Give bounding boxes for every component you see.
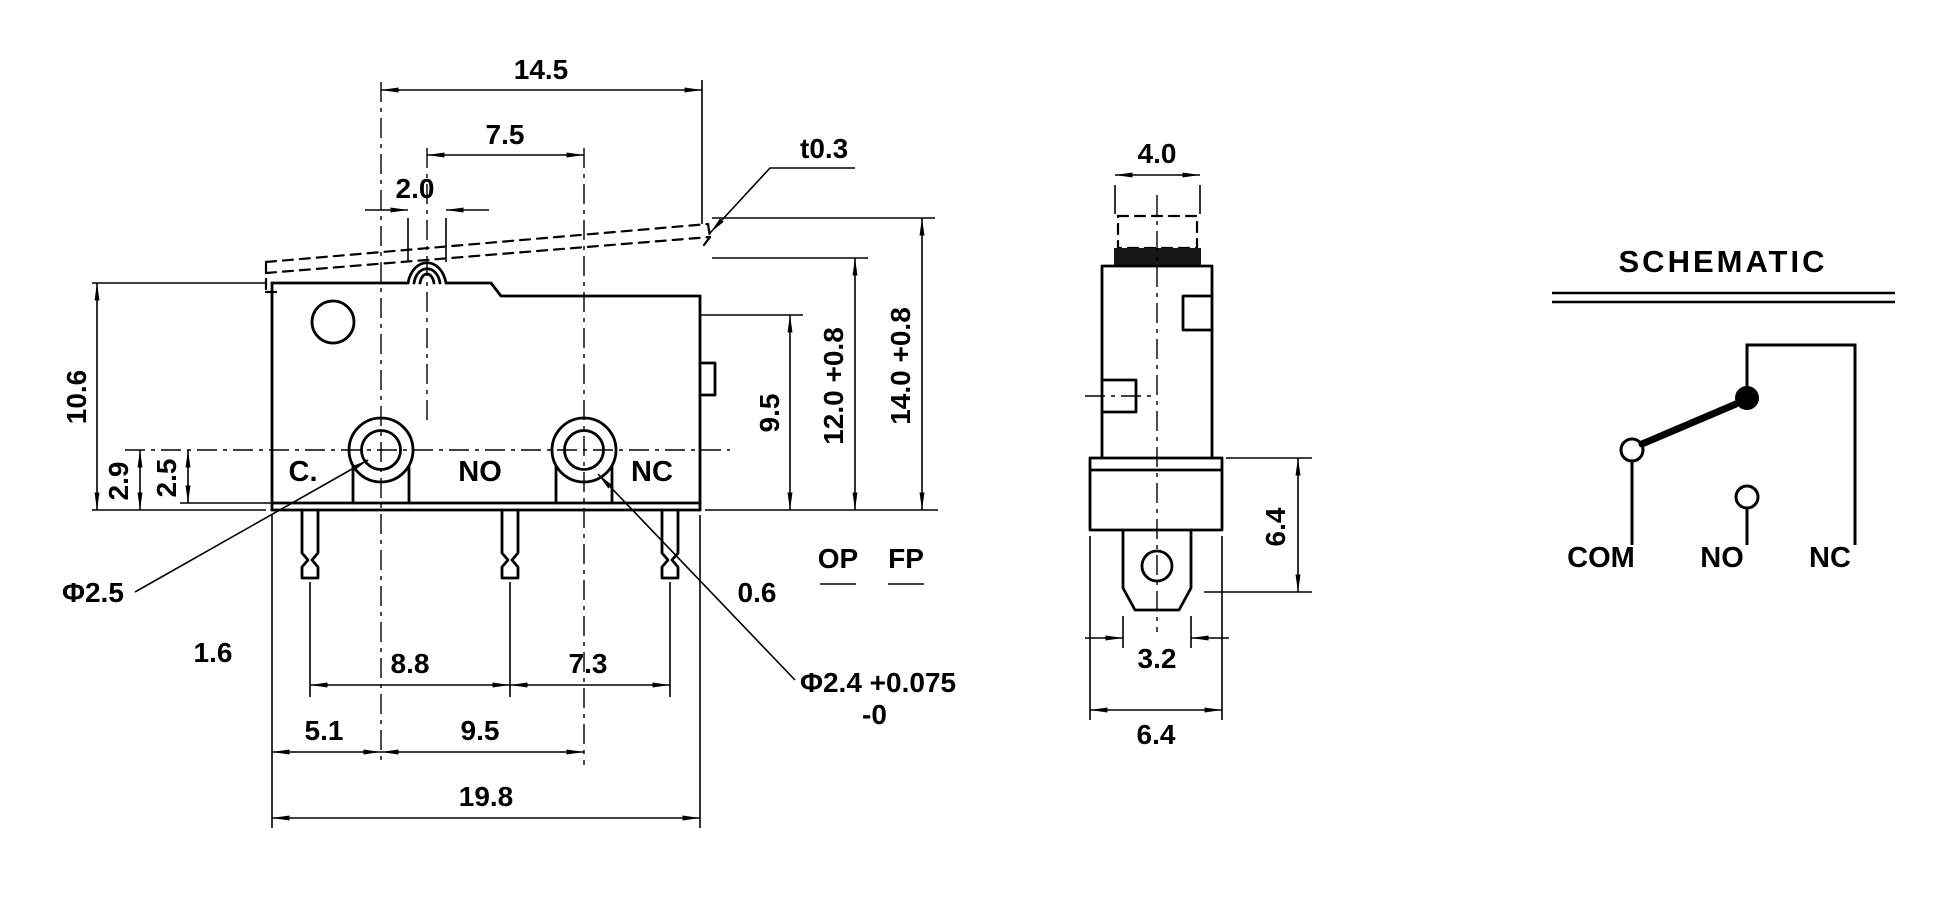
title-underline <box>1552 291 1895 304</box>
dim-side-terminal-width-label: 3.2 <box>1138 643 1177 674</box>
terminal-pins <box>300 508 680 580</box>
side-centerlines <box>1085 195 1158 632</box>
dim-terminal-height-label: 6.4 <box>1260 507 1291 546</box>
switch-body-outline <box>270 261 717 512</box>
schematic-nc-label: NC <box>1809 542 1851 574</box>
front-view: 14.5 7.5 2.0 t0.3 10.6 2.9 2.5 9.5 12.0 … <box>61 54 956 828</box>
dim-lever-length-label: 7.5 <box>486 119 525 150</box>
dim-terminal-thickness-label: 1.6 <box>194 637 233 668</box>
centerlines <box>125 82 730 765</box>
dim-hole-pitch-label: 9.5 <box>461 715 500 746</box>
dim-button-width-label: 2.0 <box>396 173 435 204</box>
side-dimension-lines <box>1085 172 1301 713</box>
lever-arm <box>264 222 712 294</box>
dim-pin-pitch-left-label: 8.8 <box>391 648 430 679</box>
dim-body-depth-label: 6.4 <box>1137 719 1176 750</box>
side-body-outline <box>1088 214 1224 612</box>
com-contact <box>1619 437 1645 463</box>
dim-terminal-width-label: 0.6 <box>738 577 777 608</box>
no-contact <box>1734 484 1760 510</box>
extension-lines <box>92 80 938 828</box>
dim-hole-right-dia-label: Φ2.4 +0.075 <box>800 667 956 698</box>
dim-pin-pitch-right-label: 7.3 <box>569 648 608 679</box>
dim-hole-bottom-a-label: 2.9 <box>103 462 134 501</box>
leader-hole-right <box>597 473 796 681</box>
schematic-com-label: COM <box>1567 542 1635 574</box>
dim-free-pos-label: 14.0 +0.8 <box>885 307 916 425</box>
side-extension-lines <box>1089 185 1312 720</box>
dim-hole-bottom-b-label: 2.5 <box>151 459 182 498</box>
dim-hole-offset-label: 5.1 <box>305 715 344 746</box>
dim-lever-thickness-label: t0.3 <box>800 133 848 164</box>
schematic-title: SCHEMATIC <box>1619 244 1828 279</box>
schematic-view: SCHEMATIC COM NO NC <box>1552 244 1895 574</box>
terminal-nc-label: NC <box>631 456 673 488</box>
dim-top-width-label: 14.5 <box>514 54 569 85</box>
dim-body-height-label: 10.6 <box>61 370 92 425</box>
schematic-no-label: NO <box>1700 542 1744 574</box>
pivot-hole <box>310 299 356 345</box>
dim-total-width-label: 19.8 <box>459 781 514 812</box>
terminal-c-label: C. <box>289 456 318 488</box>
terminal-no-label: NO <box>458 456 502 488</box>
leader-hole-left <box>134 459 369 593</box>
schematic-circuit <box>1619 343 1857 545</box>
dim-operating-pos-label: 12.0 +0.8 <box>818 327 849 445</box>
side-view: 4.0 6.4 3.2 6.4 <box>1085 138 1312 750</box>
switch-lever <box>1638 400 1740 448</box>
nc-lead <box>1745 343 1857 545</box>
leader-lever-thickness <box>709 167 855 234</box>
dim-hole-right-tol-label: -0 <box>862 699 887 730</box>
dim-release-ref-label: 9.5 <box>754 394 785 433</box>
dimension-lines <box>94 87 925 821</box>
op-label: OP <box>818 543 858 574</box>
nc-contact-dot <box>1735 386 1759 410</box>
dim-hole-left-dia-label: Φ2.5 <box>62 577 124 608</box>
dim-plunger-width-label: 4.0 <box>1138 138 1177 169</box>
fp-label: FP <box>888 543 924 574</box>
